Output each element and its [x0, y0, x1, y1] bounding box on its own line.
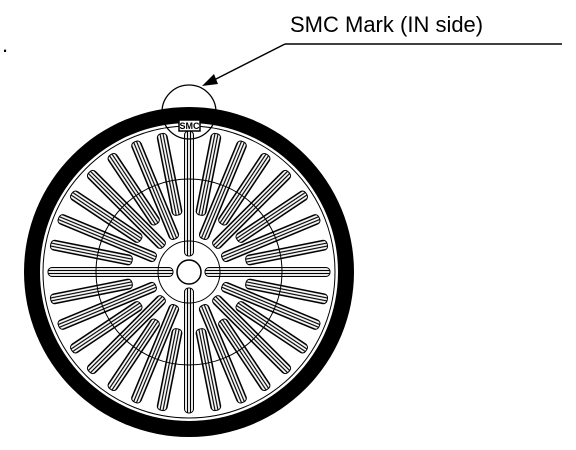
smc-mark-box [178, 119, 201, 132]
pleat-spoke [218, 153, 271, 226]
pleat-spoke [107, 153, 160, 226]
pleat-spoke [198, 304, 247, 404]
leading-dot: . [2, 32, 8, 57]
mark-highlight-circle [161, 84, 217, 140]
pleat-spoke [184, 287, 194, 414]
pleat-spoke [235, 190, 308, 243]
pleat-spoke [86, 295, 166, 375]
pleat-spoke [195, 328, 222, 412]
pleat-spoke [204, 267, 331, 277]
pleat-spoke [131, 140, 180, 240]
pleat-spoke [245, 239, 329, 266]
arrow-icon [202, 74, 218, 86]
pleat-spoke [86, 169, 166, 249]
pleat-spoke [57, 281, 157, 330]
pleat-spoke [49, 239, 133, 266]
callout-label: SMC Mark (IN side) [290, 12, 483, 37]
pleat-spoke [70, 301, 143, 354]
pleat-spoke [218, 318, 271, 391]
hub-outer-circle [157, 240, 221, 304]
pleat-spoke [57, 214, 157, 263]
pleat-spoke [195, 132, 222, 216]
callout-leader-line [213, 43, 286, 81]
pleat-spoke [49, 278, 133, 305]
pleat-spoke [156, 328, 183, 412]
pleat-spoke [131, 304, 180, 404]
pleat-spoke [212, 169, 292, 249]
pleat-spoke [212, 295, 292, 375]
pleat-spoke [184, 130, 194, 257]
middle-circle [95, 178, 283, 366]
pleat-spoke [221, 214, 321, 263]
pleat-spoke [198, 140, 247, 240]
hub-inner-circle [176, 259, 202, 285]
pleat-spoke [156, 132, 183, 216]
pleat-spoke [70, 190, 143, 243]
pleat-spoke [221, 281, 321, 330]
pleat-spoke [245, 278, 329, 305]
smc-mark-label: SMC [180, 121, 201, 131]
pleat-spoke [235, 301, 308, 354]
pleat-spokes [47, 130, 331, 414]
pleat-spoke [47, 267, 174, 277]
pleat-spoke [107, 318, 160, 391]
